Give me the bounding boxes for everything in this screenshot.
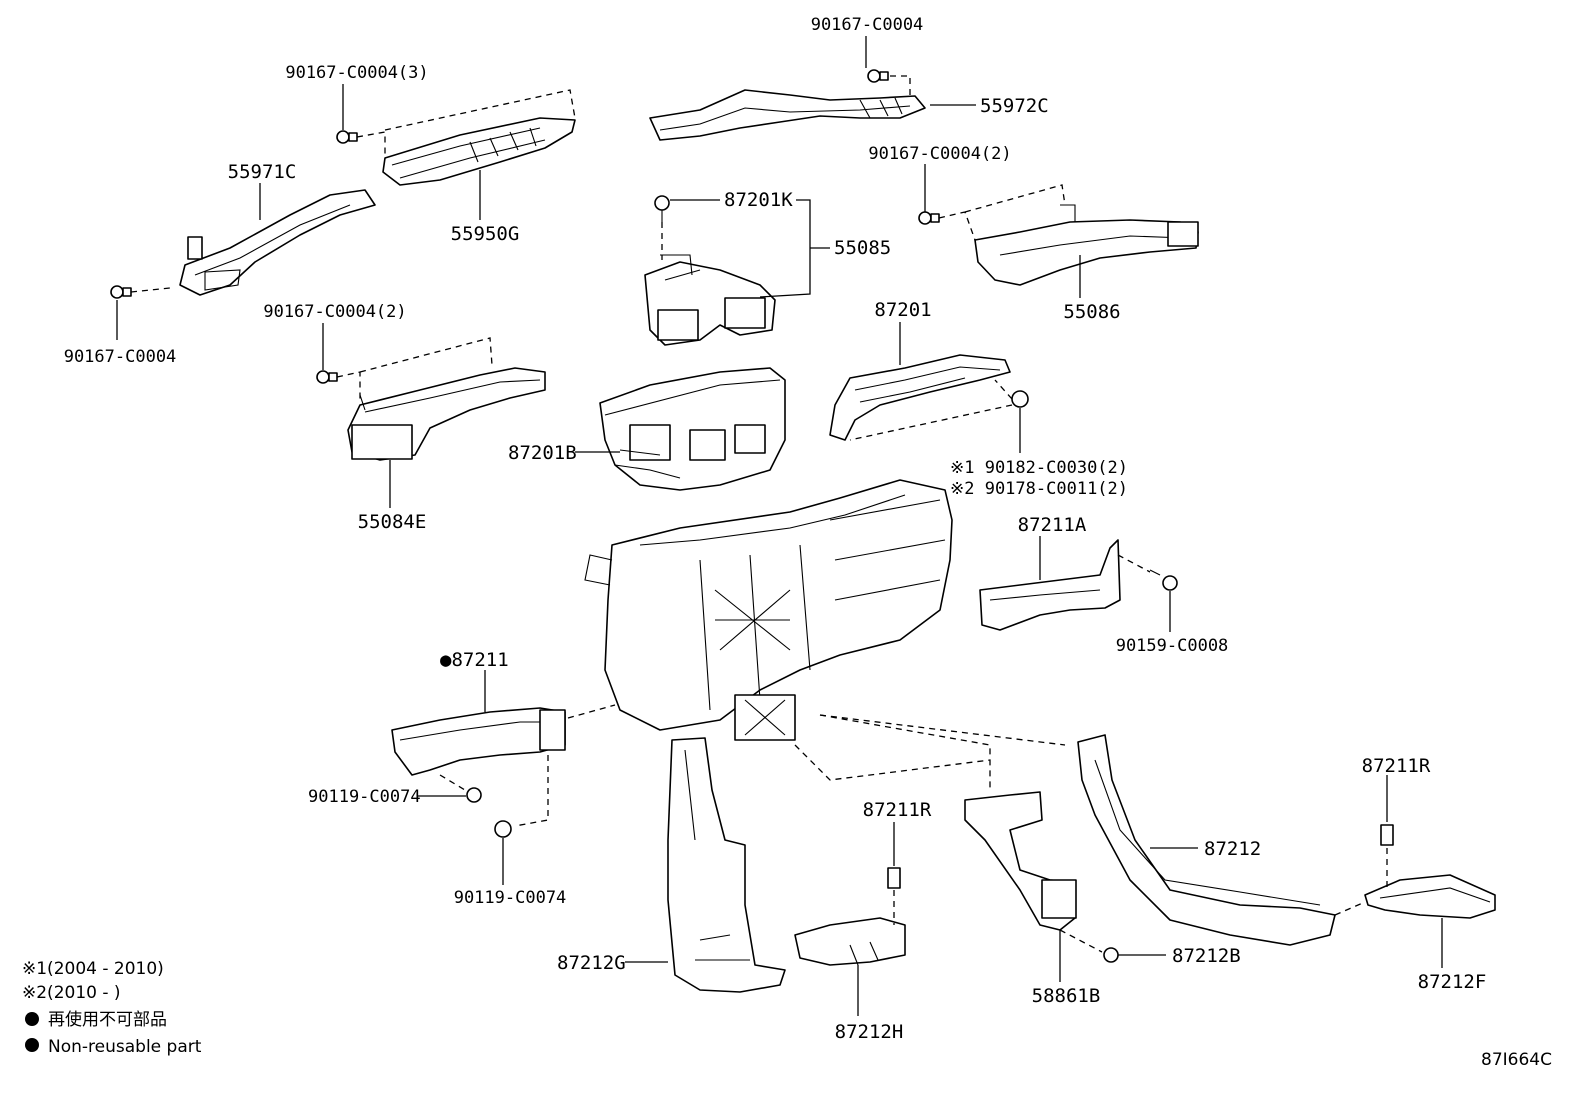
label-87212H: 87212H <box>835 1021 904 1043</box>
part-58861B <box>964 791 1077 931</box>
part-87211 <box>391 707 566 776</box>
bullet-icon <box>25 1012 39 1026</box>
label-55084E: 55084E <box>358 511 427 533</box>
screw-icon <box>918 211 940 225</box>
label-90167-C0004-left: 90167-C0004 <box>64 347 177 367</box>
part-55084E <box>347 367 546 461</box>
part-55971C <box>179 189 376 296</box>
label-87212F: 87212F <box>1418 971 1487 993</box>
label-58861B: 58861B <box>1032 985 1101 1007</box>
label-55971C: 55971C <box>228 161 297 183</box>
clip-icon <box>887 867 901 889</box>
part-87212G <box>667 737 786 993</box>
screw-icon <box>336 130 358 144</box>
screw-icon <box>1011 390 1029 408</box>
part-87212F <box>1364 874 1496 919</box>
screw-icon <box>316 370 338 384</box>
label-90167-C0004-3: 90167-C0004(3) <box>285 63 428 83</box>
legend-en: Non-reusable part <box>48 1037 202 1057</box>
screw-icon <box>494 820 512 838</box>
part-87201 <box>829 354 1011 441</box>
label-90119-C0074-b: 90119-C0074 <box>454 888 567 908</box>
part-87211A <box>979 539 1121 631</box>
leader-lines <box>116 36 1443 1016</box>
part-87201B <box>599 367 786 491</box>
bullet-icon <box>25 1038 39 1052</box>
part-55950G <box>382 117 576 186</box>
label-55086: 55086 <box>1063 301 1120 323</box>
part-55972C <box>649 89 926 141</box>
label-87212G: 87212G <box>557 952 626 974</box>
note-range-2: ※2(2010 - ) <box>22 983 121 1003</box>
screw-icon <box>867 69 889 83</box>
label-87211: ●87211 <box>440 649 509 671</box>
label-87211R-mid: 87211R <box>863 799 932 821</box>
label-87211A: 87211A <box>1018 514 1087 536</box>
part-87212 <box>1077 734 1336 946</box>
label-87211R-right: 87211R <box>1362 755 1431 777</box>
note-range-1: ※1(2004 - 2010) <box>22 959 164 979</box>
part-87212H <box>794 917 906 966</box>
label-55950G: 55950G <box>451 223 520 245</box>
hvac-unit <box>584 479 953 741</box>
legend-jp: 再使用不可部品 <box>48 1009 167 1030</box>
label-90167-C0004-top: 90167-C0004 <box>811 15 924 35</box>
label-90167-C0004-2b: 90167-C0004(2) <box>868 144 1011 164</box>
clip-icon <box>1103 947 1119 963</box>
diagram-code: 87I664C <box>1481 1050 1552 1070</box>
screw-icon <box>1149 569 1178 591</box>
label-87212B: 87212B <box>1172 945 1241 967</box>
label-87201B: 87201B <box>508 442 577 464</box>
label-87201: 87201 <box>874 299 931 321</box>
part-55086 <box>974 204 1199 286</box>
screw-icon <box>466 787 482 803</box>
clip-icon <box>1380 824 1394 846</box>
label-90159-C0008: 90159-C0008 <box>1116 636 1229 656</box>
clip-icon <box>654 195 670 222</box>
part-55085 <box>644 254 776 346</box>
label-55085: 55085 <box>834 237 891 259</box>
label-55972C: 55972C <box>980 95 1049 117</box>
label-87212: 87212 <box>1204 838 1261 860</box>
label-90119-C0074-a: 90119-C0074 <box>308 787 421 807</box>
label-87201K: 87201K <box>724 189 793 211</box>
screw-icon <box>110 285 132 299</box>
label-90182-C0030-2: ※1 90182-C0030(2) <box>950 458 1128 478</box>
label-90178-C0011-2: ※2 90178-C0011(2) <box>950 479 1128 499</box>
label-90167-C0004-2a: 90167-C0004(2) <box>263 302 406 322</box>
